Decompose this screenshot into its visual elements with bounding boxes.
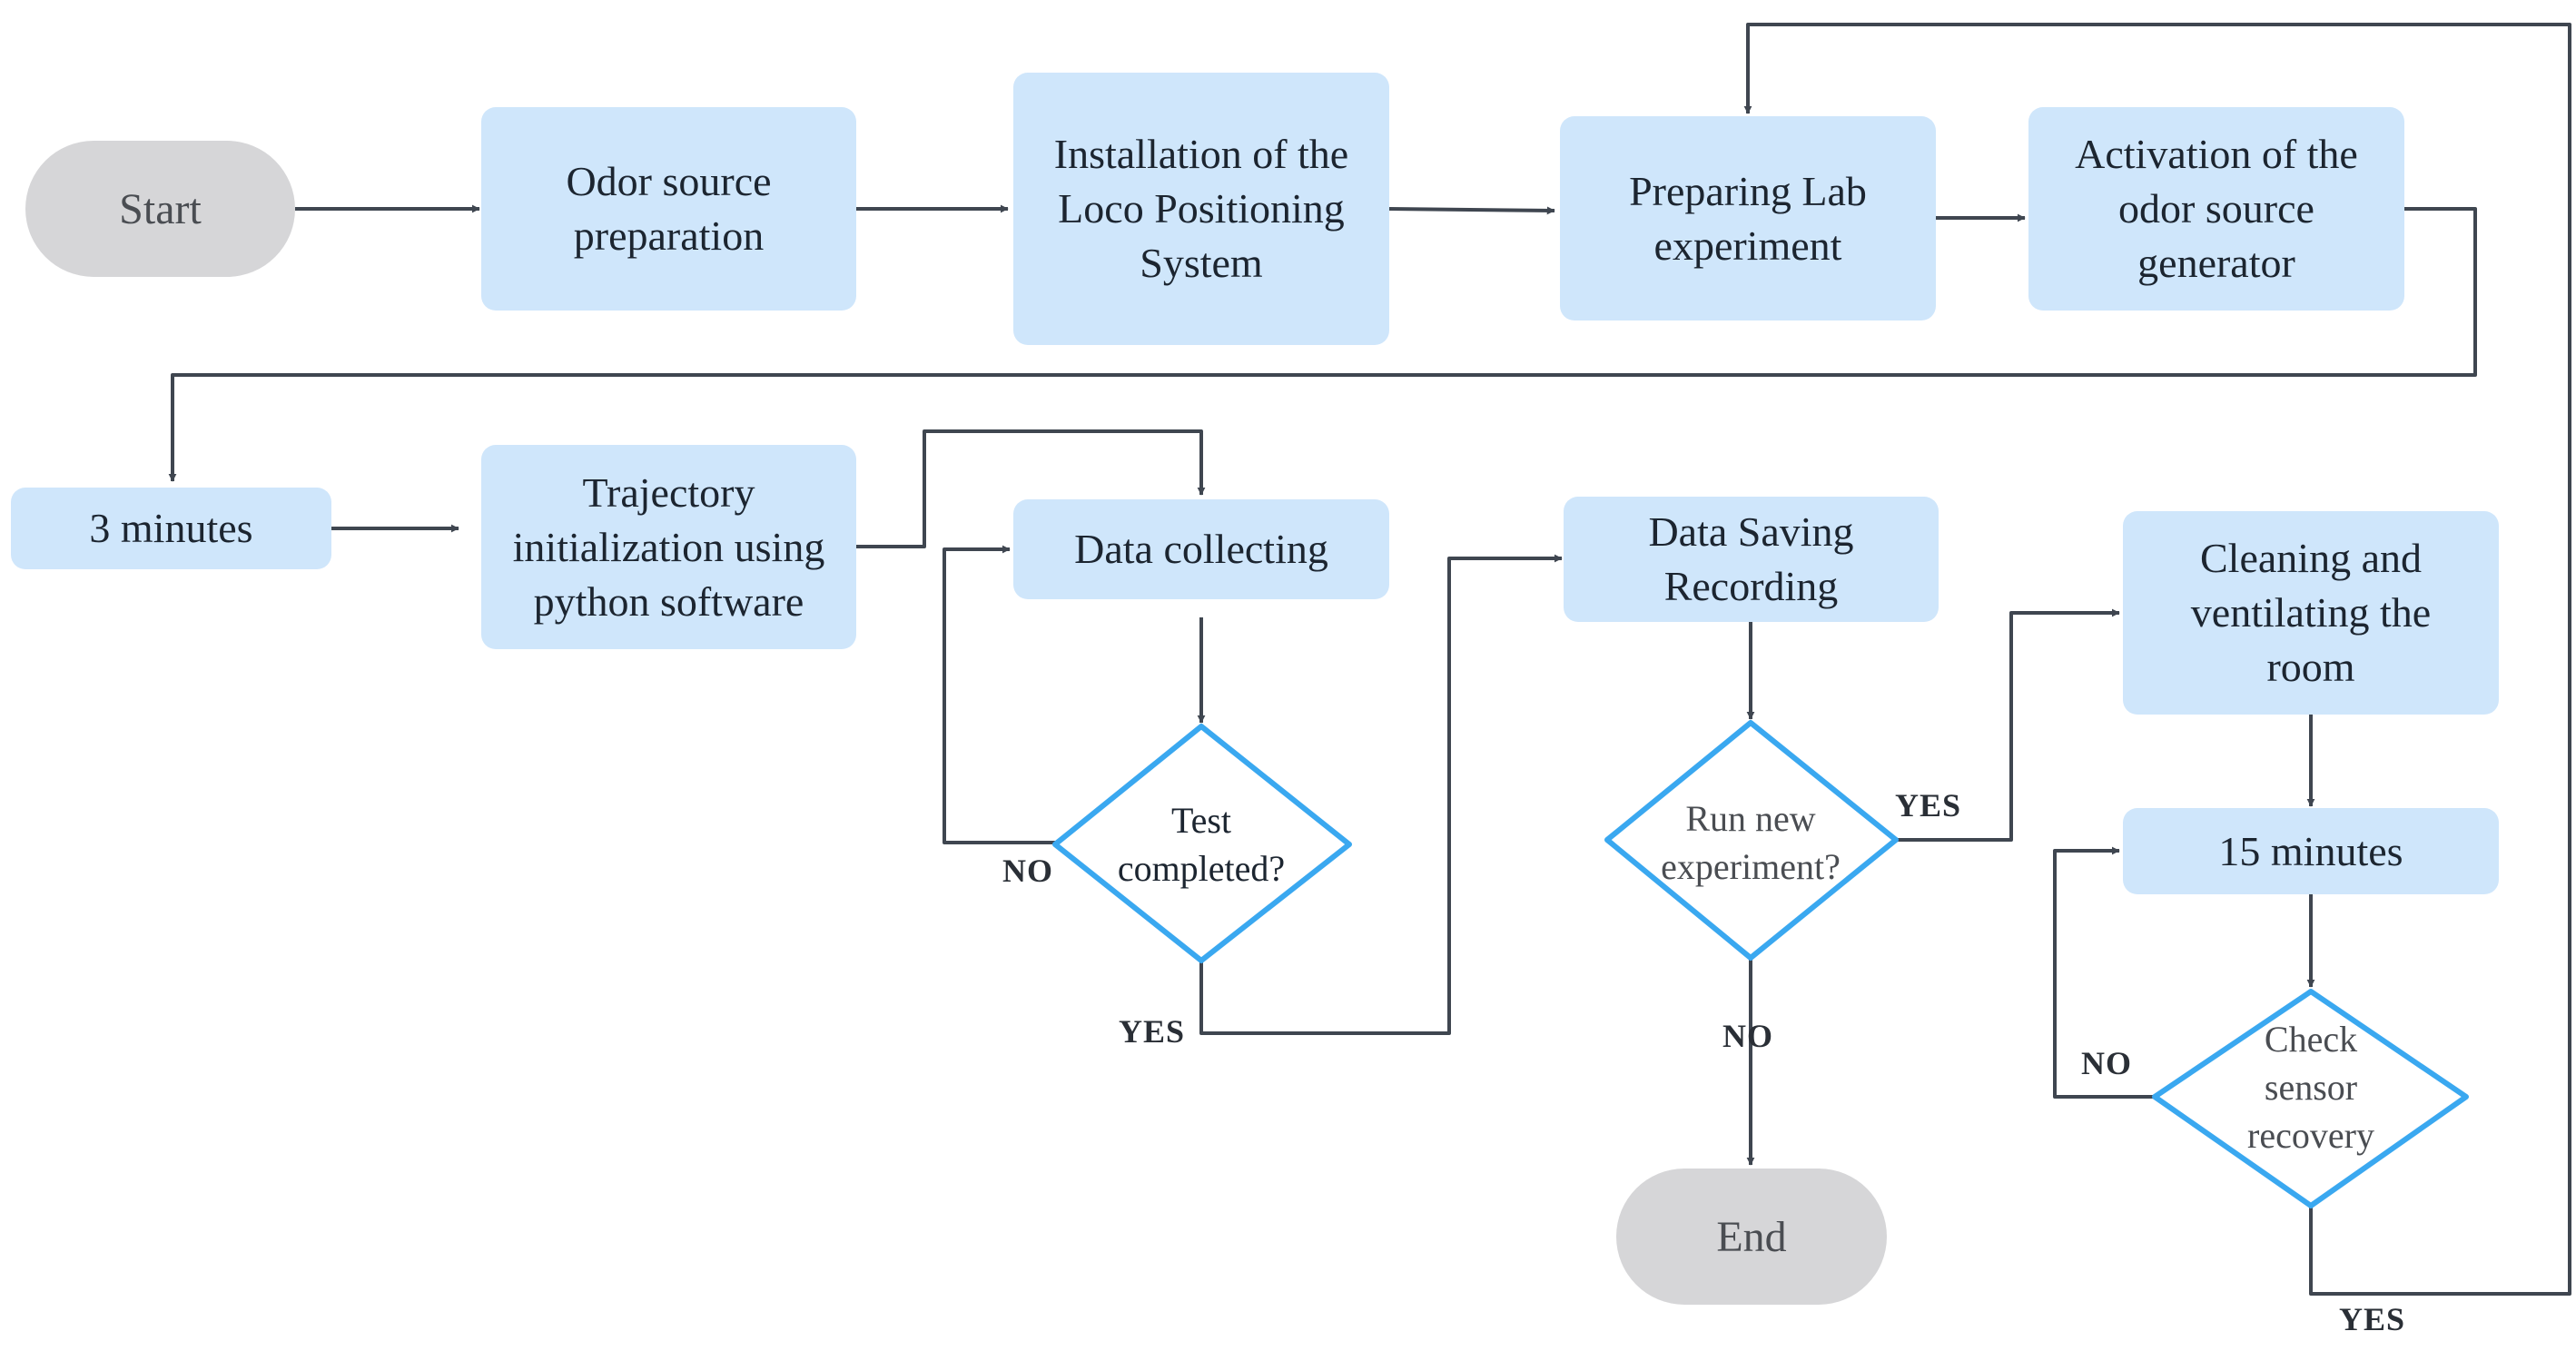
arrow-activation-to-three-minutes: [168, 207, 2477, 482]
installation-lps-label: Installation of the Loco Positioning Sys…: [1053, 131, 1349, 286]
preparing-lab-box: Preparing Lab experiment: [1560, 116, 1936, 320]
arrow-test-no-loop: [943, 545, 1055, 844]
run-no-label: NO: [1722, 1018, 1773, 1054]
decision-test-completed-shape: [1052, 724, 1352, 963]
start-label: Start: [119, 184, 202, 233]
run-yes-label: YES: [1895, 787, 1962, 823]
arrow-trajectory-to-data-collecting: [856, 429, 1206, 548]
cleaning-box: Cleaning and ventilating the room: [2123, 511, 2499, 715]
test-no-label: NO: [1002, 853, 1053, 889]
activation-generator-label: Activation of the odor source generator: [2075, 131, 2358, 286]
data-saving-box: Data Saving Recording: [1564, 497, 1939, 622]
arrow-installation-to-preparing-lab: [1388, 206, 1555, 215]
trajectory-init-label: Trajectory initialization using python s…: [512, 468, 825, 625]
fifteen-minutes-label: 15 minutes: [2218, 827, 2403, 874]
arrow-check-no-loop: [2053, 846, 2155, 1099]
activation-generator-box: Activation of the odor source generator: [2028, 107, 2404, 311]
arrow-run-yes-to-cleaning: [1894, 608, 2120, 842]
decision-check-sensor-shape: [2152, 989, 2469, 1208]
fifteen-minutes-box: 15 minutes: [2123, 808, 2499, 894]
check-no-label: NO: [2081, 1045, 2132, 1081]
trajectory-init-box: Trajectory initialization using python s…: [481, 445, 856, 649]
run-new-experiment-label: Run new experiment?: [1661, 798, 1841, 887]
three-minutes-label: 3 minutes: [89, 505, 253, 551]
arrow-test-yes-to-data-saving: [1199, 554, 1563, 1035]
data-collecting-label: Data collecting: [1074, 526, 1328, 572]
test-completed-label: Test completed?: [1117, 800, 1286, 889]
installation-lps-box: Installation of the Loco Positioning Sys…: [1013, 73, 1389, 345]
test-yes-label: YES: [1119, 1013, 1186, 1050]
end-label: End: [1716, 1212, 1787, 1261]
odor-source-preparation-label: Odor source preparation: [566, 158, 772, 259]
data-saving-label: Data Saving Recording: [1648, 508, 1854, 609]
cleaning-label: Cleaning and ventilating the room: [2190, 535, 2432, 690]
decision-run-new-experiment-shape: [1604, 720, 1899, 961]
check-sensor-label: Check sensor recovery: [2247, 1019, 2374, 1156]
check-yes-label: YES: [2339, 1301, 2406, 1337]
data-collecting-box: Data collecting: [1013, 499, 1389, 599]
arrow-check-yes-to-preparing-lab: [1743, 23, 2571, 1296]
start-terminal: Start: [25, 141, 295, 277]
end-terminal: End: [1616, 1169, 1887, 1305]
preparing-lab-label: Preparing Lab experiment: [1629, 167, 1867, 269]
odor-source-preparation-box: Odor source preparation: [481, 107, 856, 311]
three-minutes-box: 3 minutes: [11, 488, 331, 569]
